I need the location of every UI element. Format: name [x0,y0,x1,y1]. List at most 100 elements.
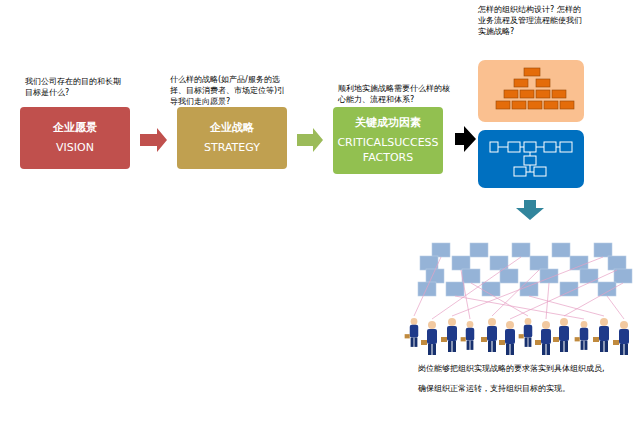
box-heading: 企业愿景 [53,121,97,135]
question-note: 顺利地实施战略需要什么样的核心能力、流程和体系? [338,84,450,106]
suit [447,326,457,341]
head [488,318,496,326]
head [560,318,568,326]
head [600,318,608,326]
leader-line [432,257,521,319]
suit [427,329,437,344]
leader-line [564,283,623,316]
leg [547,344,551,355]
leg [605,341,609,352]
position-box [614,269,632,283]
suit [466,328,475,341]
position-box [420,256,438,270]
position-box [500,269,518,283]
briefcase [519,334,524,338]
position-box [570,256,588,270]
suit [559,326,569,341]
position-box [608,256,626,270]
black-arrow [455,126,476,152]
flowchart-icon [490,142,572,176]
leg [506,344,510,355]
leader-line [455,296,584,319]
briefcase [499,340,505,345]
leg [581,341,584,350]
head [525,318,532,325]
position-grid [418,243,632,296]
leader-line [461,270,470,319]
suit [410,325,419,338]
leg [448,341,452,352]
position-box [520,282,538,296]
leader-line [414,257,441,316]
position-box [598,282,616,296]
leg [470,341,473,350]
head [467,321,474,328]
block-arrow [140,128,167,152]
briefcase [593,337,599,342]
head [542,321,550,329]
block-arrow [297,128,323,152]
leg [525,338,528,347]
briefcase [535,340,541,345]
position-box [462,269,480,283]
question-note: 我们公司存在的目的和长期目标是什么? [25,77,127,99]
process-box: 关键成功因素CRITICALSUCCESS FACTORS [333,107,443,174]
box-subtitle: VISION [56,141,94,155]
org-structure-box [478,60,584,122]
leg [511,344,515,355]
briefcase [553,337,559,342]
box-subtitle: STRATEGY [204,141,260,155]
process-box: 企业愿景 VISION [20,107,130,169]
head [448,318,456,326]
head [620,321,628,329]
leg [411,338,414,347]
briefcase [461,337,466,341]
leg [467,341,470,350]
position-box [482,282,500,296]
question-note: 岗位能够把组织实现战略的要求落实到具体组织成员, [418,364,636,375]
leg [600,341,604,352]
leg [428,344,432,355]
suit [487,326,497,341]
position-box [432,243,450,257]
suit [505,329,515,344]
head [506,321,514,329]
briefcase [405,334,410,338]
leg [584,341,587,350]
leader-line [607,296,624,319]
position-box [418,282,436,296]
question-note: 什么样的战略(如产品/服务的选择、目标消费者、市场定位等)引导我们走向愿景? [170,75,292,107]
briefcase [613,340,619,345]
leg [620,344,624,355]
leader-line [510,270,617,319]
position-box [452,256,470,270]
question-note: 确保组织正常运转，支持组织目标的实现。 [418,384,636,395]
org-chart-icon [496,68,574,109]
leg [453,341,457,352]
head [411,318,418,325]
suit [580,328,589,341]
leader-line [471,283,528,316]
briefcase [421,340,427,345]
suit [524,325,533,338]
leg [625,344,629,355]
briefcase [481,337,487,342]
box-heading: 企业战略 [210,121,254,135]
head [581,321,588,328]
position-box [426,269,444,283]
leg [433,344,437,355]
leader-line [529,296,604,316]
briefcase [575,337,580,341]
suit [541,329,551,344]
process-box: 企业战略 STRATEGY [177,107,287,169]
process-box [478,130,584,188]
position-box [580,269,598,283]
position-box [552,243,570,257]
staff-figures [405,257,629,355]
leg [488,341,492,352]
position-box [470,243,488,257]
leg [528,338,531,347]
leg [565,341,569,352]
